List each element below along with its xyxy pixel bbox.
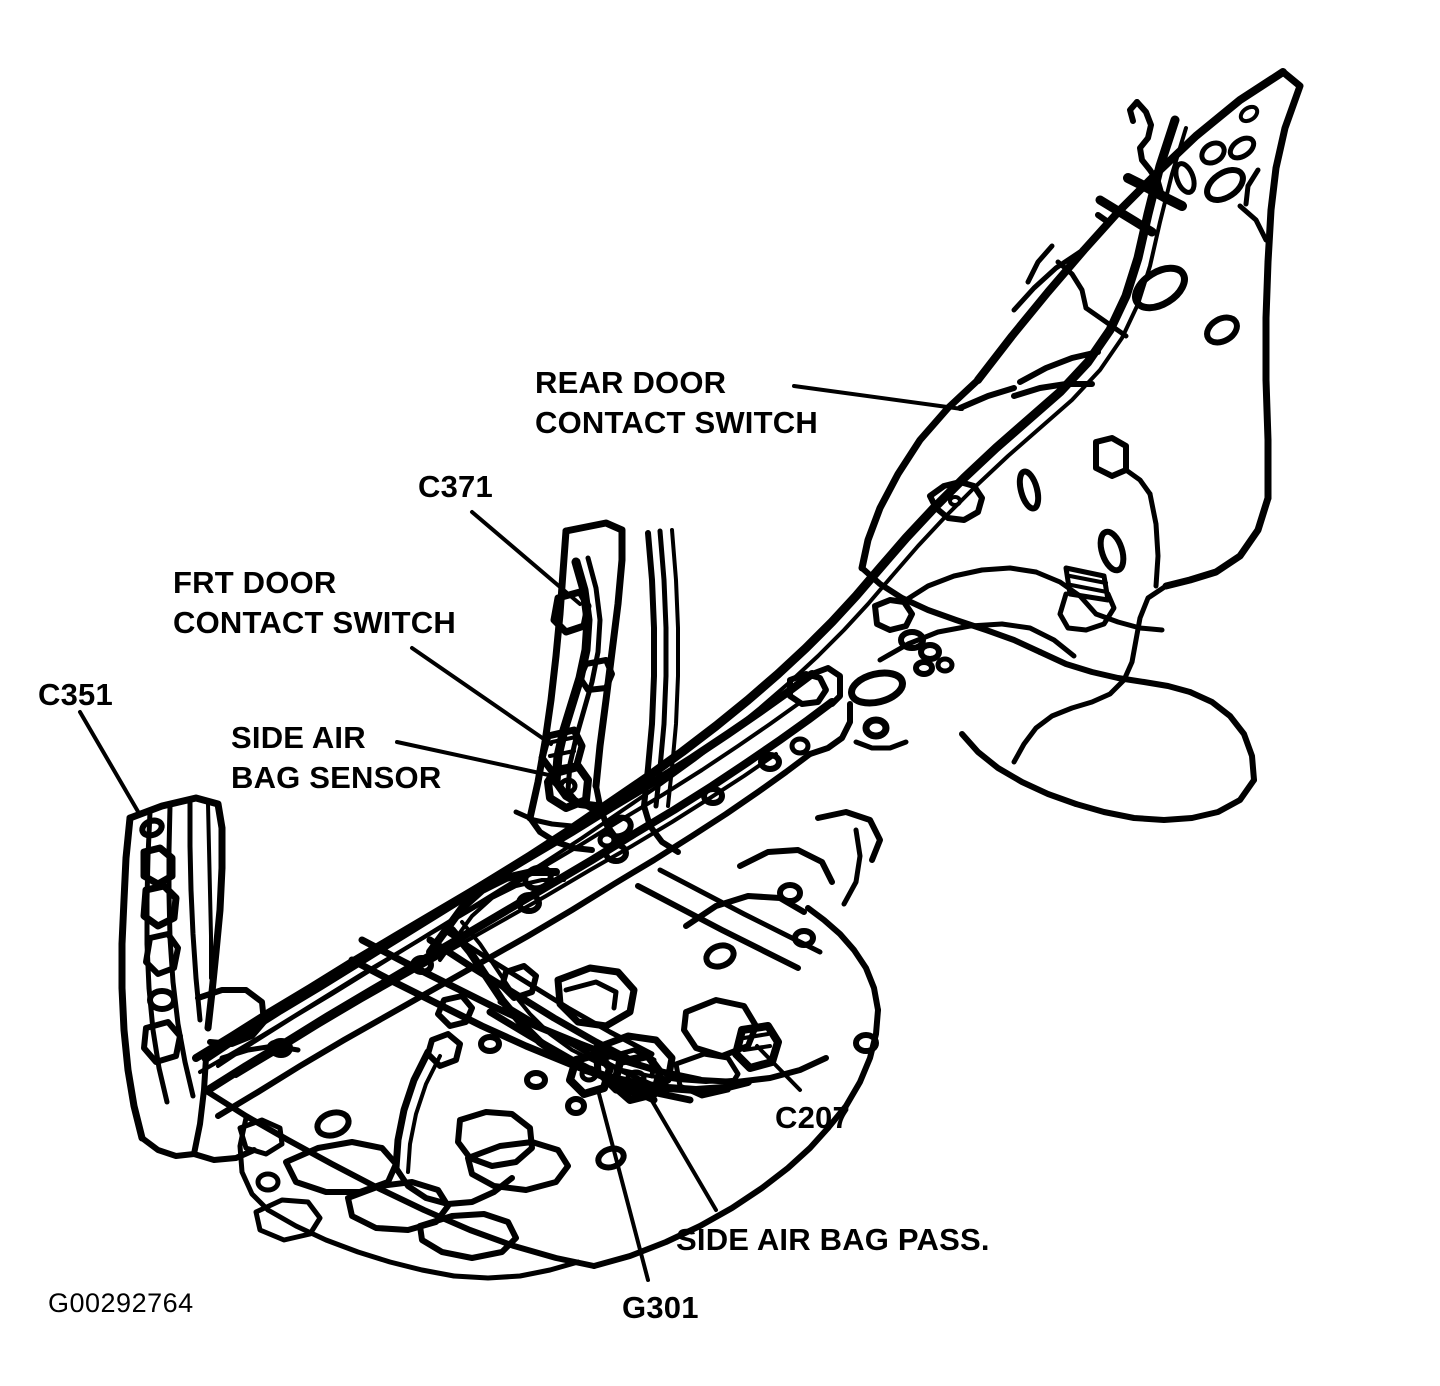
inner-sill-wheelarch — [848, 376, 1257, 823]
rocker-sill-beam — [192, 665, 853, 1119]
callout-side-air-bag-pass: SIDE AIR BAG PASS. — [676, 1222, 990, 1257]
callout-side-air-bag-sensor: SIDE AIR BAG SENSOR — [231, 718, 441, 798]
callout-rear-door-contact-switch: REAR DOOR CONTACT SWITCH — [535, 363, 818, 443]
leader-side-air-bag-pass — [646, 1092, 718, 1212]
callout-c351: C351 — [38, 677, 113, 712]
callout-line: SIDE AIR — [231, 720, 366, 755]
front-upright — [195, 987, 301, 1061]
callout-line: REAR DOOR — [535, 365, 727, 400]
leader-frt-door-contact-switch — [410, 646, 553, 746]
leader-c351 — [78, 710, 142, 817]
c351-panel — [118, 794, 257, 1163]
leader-g301 — [596, 1088, 650, 1282]
body-side-structure — [118, 68, 1304, 1281]
callout-line: CONTACT SWITCH — [535, 405, 818, 440]
leader-lines — [78, 384, 964, 1282]
callout-g301: G301 — [622, 1290, 699, 1325]
callout-c207: C207 — [775, 1100, 850, 1135]
callout-line: FRT DOOR — [173, 565, 337, 600]
leader-c371 — [470, 510, 582, 606]
leader-c207 — [755, 1044, 802, 1092]
lower-harness-and-connectors — [392, 868, 782, 1207]
callout-c371: C371 — [418, 469, 493, 504]
callout-line: CONTACT SWITCH — [173, 605, 456, 640]
leader-side-air-bag-sensor — [395, 740, 560, 779]
leader-rear-door-contact-switch — [792, 384, 964, 411]
callout-line: BAG SENSOR — [231, 760, 442, 795]
callout-frt-door-contact-switch: FRT DOOR CONTACT SWITCH — [173, 563, 456, 643]
figure-id: G00292764 — [48, 1288, 194, 1318]
